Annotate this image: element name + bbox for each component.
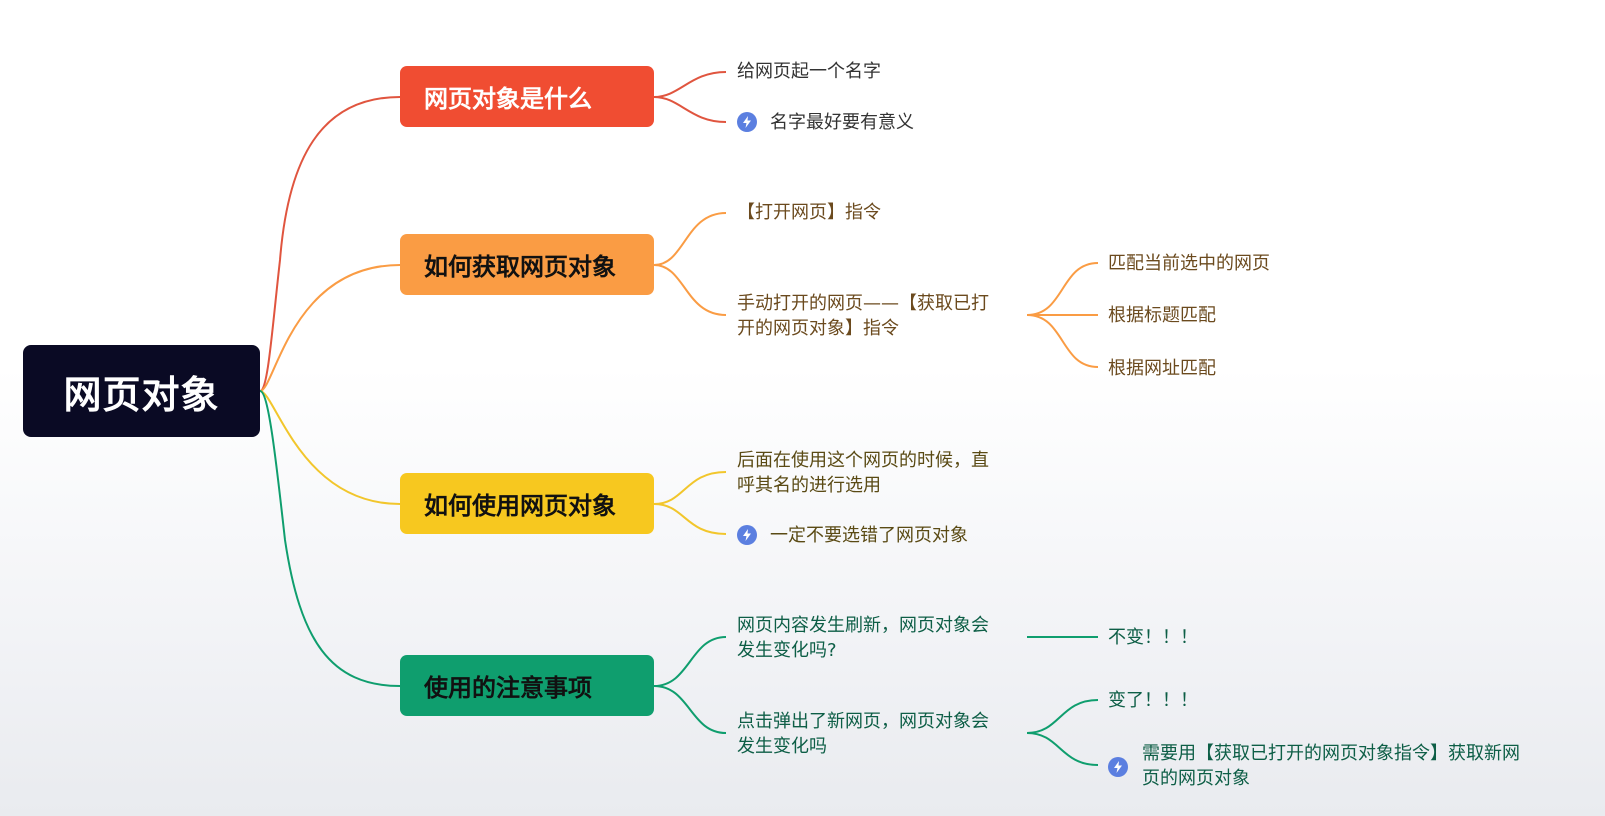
connector-root-to-branch-4 <box>259 390 401 687</box>
leaf-node[interactable]: 名字最好要有意义 <box>770 110 914 135</box>
leaf-text-line: 点击弹出了新网页，网页对象会 <box>737 711 989 732</box>
leaf-text: 一定不要选错了网页对象 <box>770 525 968 546</box>
leaf-text-line: 发生变化吗 <box>737 736 827 757</box>
root-node[interactable]: 网页对象 <box>23 345 260 437</box>
connector-b4-c2 <box>653 685 727 734</box>
branch-label: 如何使用网页对象 <box>424 492 616 520</box>
leaf-text: 不变！！！ <box>1108 627 1198 648</box>
leaf-node[interactable]: 根据网址匹配 <box>1108 356 1216 381</box>
connector-b1-c2 <box>653 96 727 123</box>
branch-label: 网页对象是什么 <box>424 85 592 113</box>
leaf-text-line: 呼其名的进行选用 <box>737 475 881 496</box>
lightning-icon <box>737 112 757 132</box>
connector-b4-c2-g1 <box>1026 699 1099 734</box>
leaf-node[interactable]: 手动打开的网页——【获取已打 开的网页对象】指令 <box>737 291 989 341</box>
connector-b3-c1 <box>653 471 727 505</box>
branch-label: 如何获取网页对象 <box>424 253 616 281</box>
root-label: 网页对象 <box>63 372 220 417</box>
leaf-node[interactable]: 变了！！！ <box>1108 688 1198 713</box>
lightning-icon <box>1108 757 1128 777</box>
leaf-text: 【打开网页】指令 <box>737 202 881 223</box>
leaf-node[interactable]: 给网页起一个名字 <box>737 59 881 84</box>
connector-root-to-branch-1 <box>259 96 401 392</box>
branch-node-what-is[interactable]: 网页对象是什么 <box>400 66 654 127</box>
connector-b1-c1 <box>653 71 727 98</box>
connector-b2-c2 <box>653 264 727 316</box>
connector-b2-c2-g3 <box>1026 314 1099 368</box>
leaf-text: 匹配当前选中的网页 <box>1108 253 1270 274</box>
leaf-text: 名字最好要有意义 <box>770 112 914 133</box>
connector-b4-c1 <box>653 636 727 687</box>
leaf-node[interactable]: 网页内容发生刷新，网页对象会 发生变化吗? <box>737 613 989 663</box>
lightning-icon <box>737 525 757 545</box>
leaf-text-line: 后面在使用这个网页的时候，直 <box>737 450 989 471</box>
branch-node-how-to-get[interactable]: 如何获取网页对象 <box>400 234 654 295</box>
leaf-text-line: 网页内容发生刷新，网页对象会 <box>737 615 989 636</box>
leaf-node[interactable]: 一定不要选错了网页对象 <box>770 523 968 548</box>
connector-root-to-branch-3 <box>259 390 401 505</box>
branch-label: 使用的注意事项 <box>424 674 592 702</box>
leaf-text-line: 开的网页对象】指令 <box>737 318 899 339</box>
connector-root-to-branch-2 <box>259 264 401 392</box>
connector-b3-c2 <box>653 503 727 535</box>
leaf-node[interactable]: 需要用【获取已打开的网页对象指令】获取新网 页的网页对象 <box>1142 741 1520 791</box>
leaf-text: 根据标题匹配 <box>1108 305 1216 326</box>
leaf-text-line: 需要用【获取已打开的网页对象指令】获取新网 <box>1142 743 1520 764</box>
leaf-node[interactable]: 【打开网页】指令 <box>737 200 881 225</box>
connector-b4-c2-g2 <box>1026 732 1099 766</box>
leaf-text: 根据网址匹配 <box>1108 358 1216 379</box>
leaf-node[interactable]: 点击弹出了新网页，网页对象会 发生变化吗 <box>737 709 989 759</box>
branch-node-how-to-use[interactable]: 如何使用网页对象 <box>400 473 654 534</box>
leaf-text: 变了！！！ <box>1108 690 1198 711</box>
connector-b2-c2-g1 <box>1026 262 1099 316</box>
branch-node-notes[interactable]: 使用的注意事项 <box>400 655 654 716</box>
connector-b2-c1 <box>653 212 727 266</box>
leaf-node[interactable]: 匹配当前选中的网页 <box>1108 251 1270 276</box>
leaf-text: 给网页起一个名字 <box>737 61 881 82</box>
leaf-text-line: 手动打开的网页——【获取已打 <box>737 293 989 314</box>
leaf-text-line: 页的网页对象 <box>1142 768 1250 789</box>
leaf-node[interactable]: 不变！！！ <box>1108 625 1198 650</box>
leaf-node[interactable]: 后面在使用这个网页的时候，直 呼其名的进行选用 <box>737 448 989 498</box>
leaf-node[interactable]: 根据标题匹配 <box>1108 303 1216 328</box>
leaf-text-line: 发生变化吗? <box>737 640 837 661</box>
